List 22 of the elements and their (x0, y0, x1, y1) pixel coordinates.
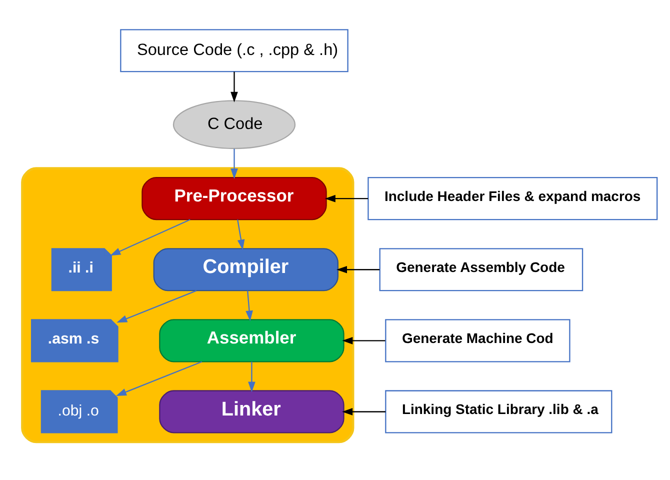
arrow (116, 290, 197, 322)
arrow (336, 265, 380, 273)
node-box: Linking Static Library .lib & .a (385, 390, 612, 433)
arrow (237, 219, 245, 250)
node-box: Include Header Files & expand macros (368, 176, 658, 220)
node-box: Linker (159, 390, 344, 433)
arrow (324, 194, 368, 202)
arrow (110, 218, 190, 256)
arrow (230, 71, 238, 102)
arrow (342, 408, 386, 415)
node-box: Generate Assembly Code (379, 248, 584, 291)
arrow (116, 360, 202, 396)
node-box: Pre-Processor (142, 176, 327, 220)
arrow (246, 290, 253, 321)
node-box: Compiler (153, 248, 338, 291)
node-box: Assembler (159, 318, 344, 362)
arrow (230, 148, 238, 179)
node-box: Source Code (.c , .cpp & .h) (120, 28, 348, 72)
node-ellipse: C Code (172, 100, 296, 149)
arrow (342, 336, 386, 344)
arrow (248, 361, 256, 392)
node-box: Generate Machine Cod (385, 318, 570, 362)
